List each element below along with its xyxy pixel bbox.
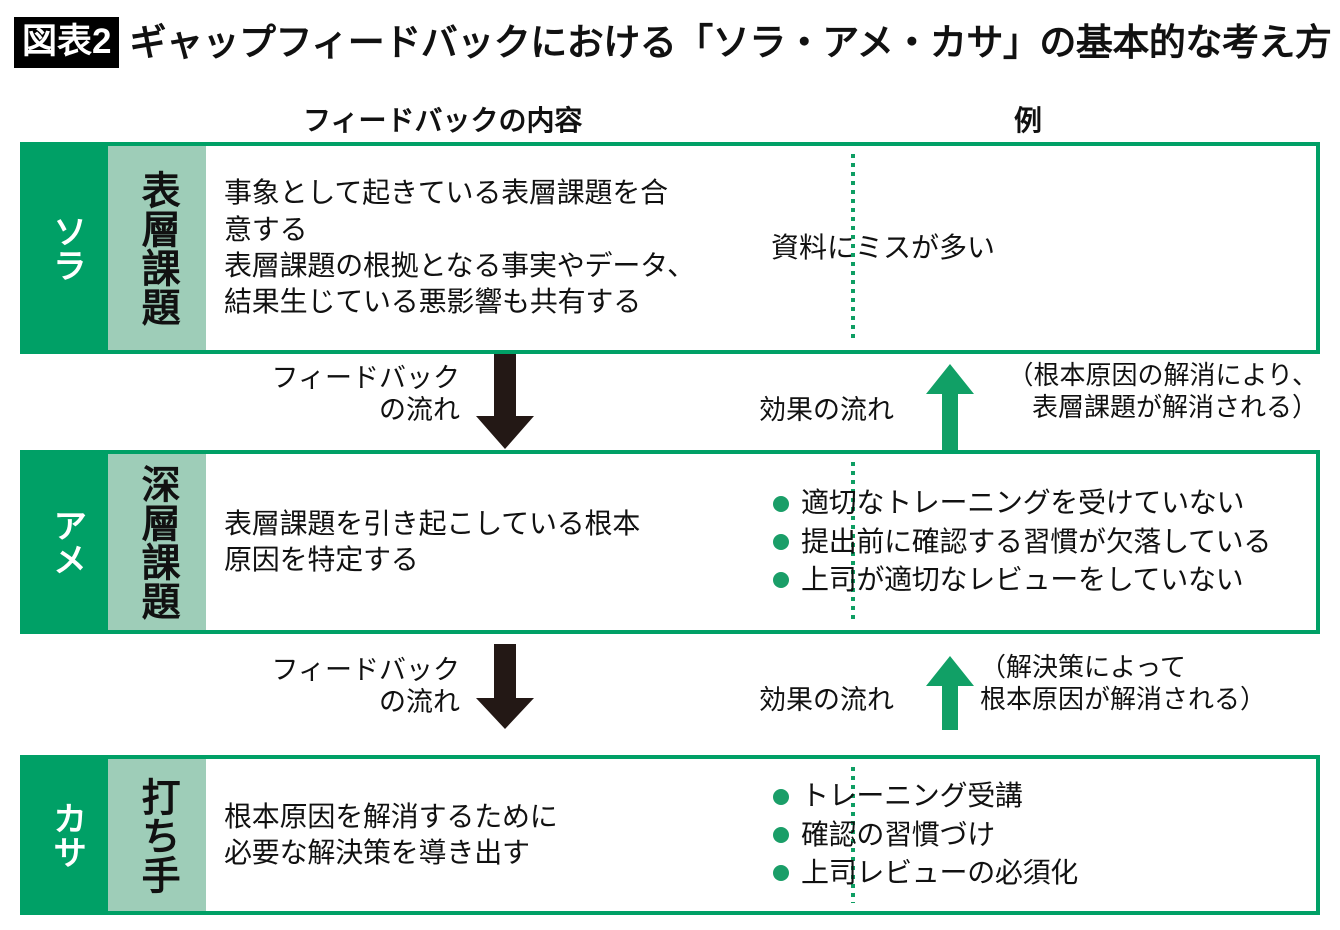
page-title: 図表2 ギャップフィードバックにおける「ソラ・アメ・カサ」の基本的な考え方 (14, 14, 1334, 70)
list-item: 提出前に確認する習慣が欠落している (771, 523, 1271, 561)
figure-title-text: ギャップフィードバックにおける「ソラ・アメ・カサ」の基本的な考え方 (129, 21, 1332, 63)
feedback-flow-label-2: フィードバック の流れ (271, 655, 460, 718)
row-key-cell-kasa: カサ (24, 759, 108, 911)
table-row-ame: アメ 深層課題 表層課題を引き起こしている根本 原因を特定する 適切なトレーニン… (20, 450, 1320, 634)
row-key-cell-ame: アメ (24, 454, 108, 630)
row-theme-label-ame: 深層課題 (136, 464, 180, 620)
column-header-example: 例 (1014, 105, 1043, 136)
list-item: 上司が適切なレビューをしていない (771, 561, 1271, 599)
row-content-text-sora: 事象として起きている表層課題を合 意する 表層課題の根拠となる事実やデータ、 結… (224, 177, 695, 318)
row-key-label-sora: ソラ (47, 214, 86, 282)
row-content-cell-kasa: 根本原因を解消するために 必要な解決策を導き出す (206, 759, 855, 911)
effect-flow-arrow-up-icon-1 (925, 364, 975, 450)
table-row-kasa: カサ 打ち手 根本原因を解消するために 必要な解決策を導き出す トレーニング受講… (20, 755, 1320, 915)
row-example-text-sora: 資料にミスが多い (771, 231, 996, 263)
column-header-content: フィードバックの内容 (303, 105, 583, 136)
row-example-cell-sora: 資料にミスが多い (741, 146, 1316, 350)
row-content-text-kasa: 根本原因を解消するために 必要な解決策を導き出す (224, 800, 558, 868)
row-theme-cell-kasa: 打ち手 (108, 759, 206, 911)
row-theme-cell-sora: 表層課題 (108, 146, 206, 350)
example-bullet-list-kasa: トレーニング受講確認の習慣づけ上司レビューの必須化 (771, 777, 1078, 892)
dotted-divider (851, 154, 855, 342)
effect-flow-label-2: 効果の流れ (759, 685, 894, 715)
row-example-cell-ame: 適切なトレーニングを受けていない提出前に確認する習慣が欠落している上司が適切なレ… (741, 454, 1316, 630)
connector-band-2: フィードバック の流れ 効果の流れ （解決策によって 根本原因が解消される） (20, 634, 1320, 730)
row-content-text-ame: 表層課題を引き起こしている根本 原因を特定する (224, 507, 641, 575)
effect-flow-arrow-up-icon-2 (925, 656, 975, 730)
effect-note-1: （根本原因の解消により、 表層課題が解消される） (1007, 360, 1318, 422)
row-theme-cell-ame: 深層課題 (108, 454, 206, 630)
figure-number-badge: 図表2 (14, 16, 120, 68)
row-key-label-kasa: カサ (47, 801, 86, 869)
row-key-cell-sora: ソラ (24, 146, 108, 350)
row-content-cell-sora: 事象として起きている表層課題を合 意する 表層課題の根拠となる事実やデータ、 結… (206, 146, 855, 350)
effect-note-2: （解決策によって 根本原因が解消される） (980, 652, 1267, 714)
feedback-flow-arrow-down-icon-1 (475, 354, 535, 450)
example-bullet-list-ame: 適切なトレーニングを受けていない提出前に確認する習慣が欠落している上司が適切なレ… (771, 484, 1271, 599)
list-item: 適切なトレーニングを受けていない (771, 484, 1271, 522)
table-row-sora: ソラ 表層課題 事象として起きている表層課題を合 意する 表層課題の根拠となる事… (20, 142, 1320, 354)
list-item: トレーニング受講 (771, 777, 1078, 815)
feedback-flow-arrow-down-icon-2 (475, 644, 535, 730)
row-example-cell-kasa: トレーニング受講確認の習慣づけ上司レビューの必須化 (741, 759, 1316, 911)
row-key-label-ame: アメ (47, 508, 86, 576)
row-theme-label-kasa: 打ち手 (136, 776, 180, 894)
effect-flow-label-1: 効果の流れ (759, 395, 894, 425)
list-item: 上司レビューの必須化 (771, 854, 1078, 892)
row-theme-label-sora: 表層課題 (136, 170, 180, 326)
connector-band-1: フィードバック の流れ 効果の流れ （根本原因の解消により、 表層課題が解消され… (20, 354, 1320, 450)
feedback-flow-label-1: フィードバック の流れ (271, 363, 460, 426)
row-content-cell-ame: 表層課題を引き起こしている根本 原因を特定する (206, 454, 855, 630)
list-item: 確認の習慣づけ (771, 816, 1078, 854)
